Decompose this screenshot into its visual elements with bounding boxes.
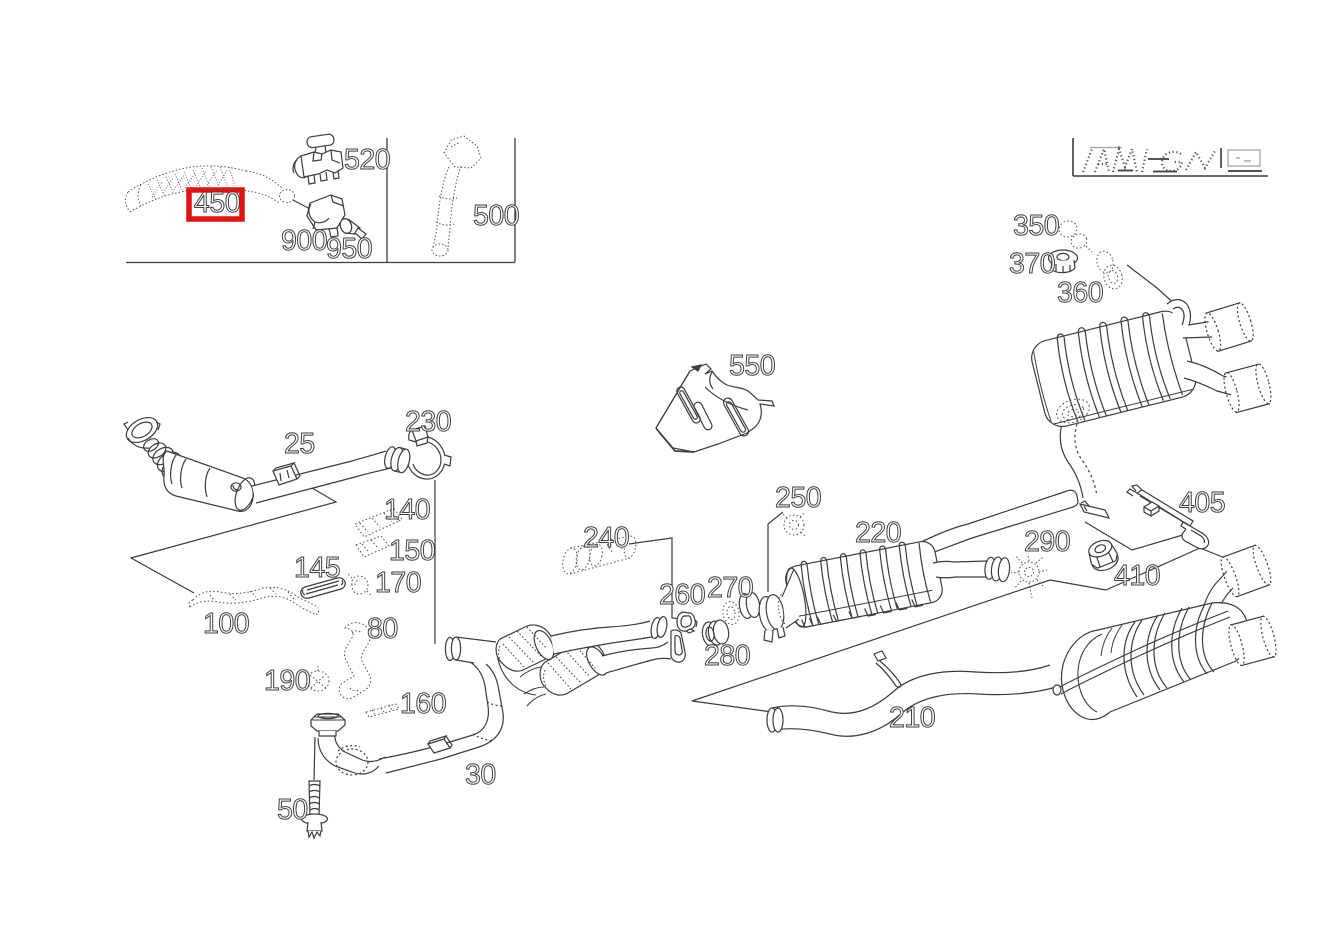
svg-text:290: 290 <box>1024 526 1070 558</box>
svg-text:360: 360 <box>1057 277 1103 309</box>
svg-text:150: 150 <box>389 535 435 567</box>
svg-text:250: 250 <box>775 482 821 514</box>
svg-text:210: 210 <box>889 702 935 734</box>
svg-text:370: 370 <box>1009 248 1055 280</box>
svg-text:410: 410 <box>1114 560 1160 592</box>
svg-text:520: 520 <box>344 144 390 176</box>
svg-text:220: 220 <box>855 517 901 549</box>
svg-text:30: 30 <box>465 759 496 791</box>
svg-text:230: 230 <box>405 406 451 438</box>
svg-text:500: 500 <box>473 200 519 232</box>
svg-text:240: 240 <box>583 522 629 554</box>
svg-text:950: 950 <box>326 233 372 265</box>
svg-text:190: 190 <box>264 665 310 697</box>
svg-text:350: 350 <box>1013 210 1059 242</box>
svg-text:900: 900 <box>281 225 327 257</box>
svg-text:450: 450 <box>194 187 240 219</box>
svg-text:280: 280 <box>704 640 750 672</box>
svg-text:170: 170 <box>375 567 421 599</box>
svg-text:140: 140 <box>384 494 430 526</box>
svg-text:25: 25 <box>284 428 315 460</box>
svg-text:100: 100 <box>203 608 249 640</box>
svg-text:145: 145 <box>294 552 340 584</box>
svg-text:80: 80 <box>367 613 398 645</box>
svg-text:405: 405 <box>1179 487 1225 519</box>
svg-text:270: 270 <box>707 572 753 604</box>
svg-text:50: 50 <box>277 794 308 826</box>
svg-text:260: 260 <box>659 579 705 611</box>
svg-text:550: 550 <box>729 350 775 382</box>
svg-text:160: 160 <box>400 688 446 720</box>
